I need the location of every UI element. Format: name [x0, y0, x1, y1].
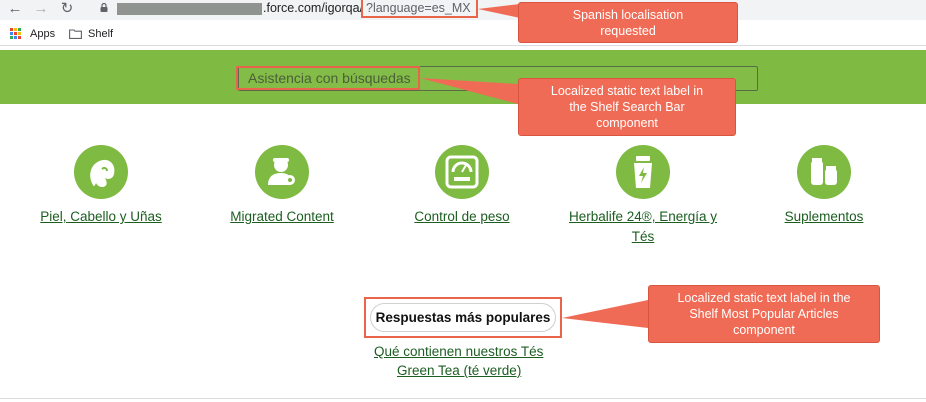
callout-line: the Shelf Search Bar	[569, 100, 685, 114]
topic-link-migrated-content[interactable]: Migrated Content	[230, 209, 334, 224]
url-query-highlight	[361, 0, 478, 18]
back-arrow-icon[interactable]: ←	[7, 0, 23, 17]
user-gear-icon[interactable]	[255, 145, 309, 199]
callout-most-popular-label: Localized static text label in the Shelf…	[648, 285, 880, 343]
callout-line: Shelf Most Popular Articles	[689, 307, 839, 321]
article-link[interactable]: Qué contienen nuestros Tés	[374, 344, 544, 359]
callout-line: Localized static text label in the	[677, 291, 851, 305]
bookmark-shelf[interactable]: Shelf	[88, 28, 114, 40]
bottom-divider	[0, 398, 926, 399]
most-popular-title[interactable]: Respuestas más populares	[370, 303, 556, 332]
lock-icon	[100, 3, 108, 12]
callout-line: requested	[600, 24, 656, 38]
callout-line: component	[733, 323, 795, 337]
topic-label-line1: Herbalife 24®, Energía y	[568, 209, 718, 224]
search-label-highlight	[236, 66, 420, 90]
callout-line: component	[596, 116, 658, 130]
reload-icon[interactable]: ↻	[60, 0, 74, 17]
supplements-icon[interactable]	[797, 145, 851, 199]
topic-link-herbalife-energy[interactable]: Herbalife 24®, Energía y Tés	[553, 207, 733, 247]
popular-callout-pointer	[562, 300, 648, 328]
callout-line: Spanish localisation	[572, 8, 684, 22]
popular-label-highlight	[364, 297, 562, 338]
forward-arrow-icon[interactable]: →	[33, 0, 49, 17]
url-query: ?language=es_MX	[366, 1, 471, 15]
scale-icon[interactable]	[435, 145, 489, 199]
energy-bottle-icon[interactable]	[616, 145, 670, 199]
spanish-callout-pointer	[478, 4, 520, 18]
topic-label-line2: Tés	[631, 229, 655, 244]
callout-line: Localized static text label in	[550, 84, 704, 98]
bookmark-apps[interactable]: Apps	[30, 28, 56, 40]
hair-profile-icon[interactable]	[74, 145, 128, 199]
topic-link-weight-control[interactable]: Control de peso	[414, 209, 510, 224]
article-link[interactable]: Green Tea (té verde)	[397, 363, 522, 378]
topic-link-supplements[interactable]: Suplementos	[784, 209, 864, 224]
redacted-url-segment	[117, 3, 262, 15]
bookmarks-bar: Apps Shelf	[0, 22, 926, 46]
topic-link-skin-hair-nails[interactable]: Piel, Cabello y Uñas	[40, 209, 162, 224]
url-domain: .force.com/igorqa/	[263, 1, 364, 15]
apps-grid-icon[interactable]	[10, 28, 21, 39]
search-placeholder: Asistencia con búsquedas	[248, 70, 411, 86]
callout-spanish-localisation: Spanish localisation requested	[518, 2, 738, 43]
search-callout-pointer	[420, 78, 518, 104]
folder-icon	[69, 29, 82, 39]
callout-search-bar-label: Localized static text label in the Shelf…	[518, 78, 736, 136]
